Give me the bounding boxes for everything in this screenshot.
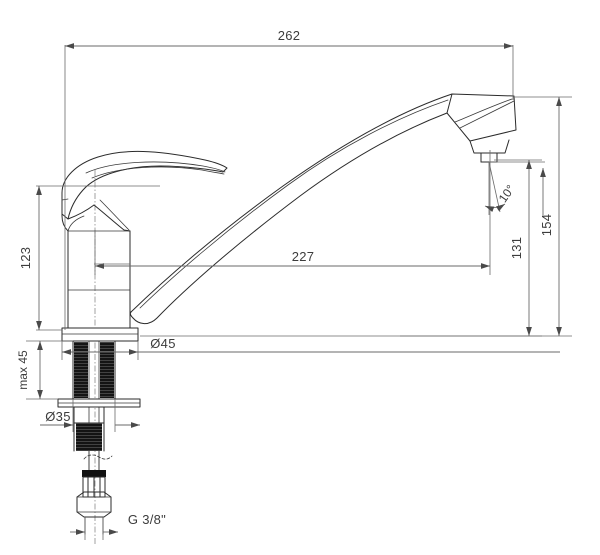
dimension-label-thread-g38: G 3/8" — [128, 512, 166, 527]
auxiliary-reference-lines — [94, 161, 546, 265]
dimension-label-angle-10: 10° — [496, 182, 518, 205]
mounting-nut-washer — [57, 398, 141, 452]
dimension-thread-g38: G 3/8" — [70, 512, 166, 540]
dimension-label-131: 131 — [509, 237, 524, 260]
dimension-154: 154 — [140, 96, 572, 337]
hose-break-symbol — [83, 450, 113, 471]
dimension-262: 262 — [64, 28, 514, 330]
dimension-label-diameter-35: Ø35 — [45, 409, 70, 424]
dimension-227: 227 — [94, 150, 491, 275]
inlet-connector — [76, 470, 112, 535]
dimension-diameter-35: Ø35 — [40, 399, 140, 432]
faucet-spout — [129, 93, 453, 325]
dimension-123: 123 — [18, 185, 160, 331]
dimension-diameter-45: Ø45 — [61, 336, 560, 360]
dimension-label-123: 123 — [18, 247, 33, 270]
dimension-label-diameter-45: Ø45 — [150, 336, 175, 351]
spout-tip-aerator — [446, 93, 517, 163]
faucet-lever-handle — [61, 150, 228, 232]
dimension-label-max-45: max 45 — [16, 350, 30, 390]
dimension-131: 131 — [400, 159, 542, 337]
dimension-label-227: 227 — [292, 249, 315, 264]
dimension-max-45: max 45 — [16, 340, 73, 400]
faucet-body — [67, 215, 131, 329]
dimension-label-262: 262 — [278, 28, 301, 43]
dimension-label-154: 154 — [539, 214, 554, 237]
base-flange — [61, 327, 139, 342]
